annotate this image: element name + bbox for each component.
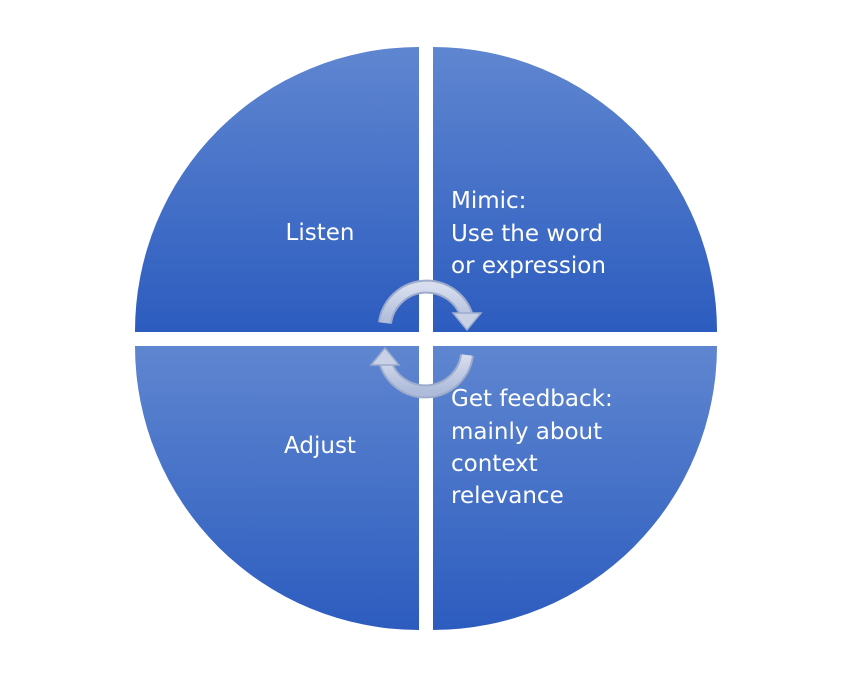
quadrant-top-right: [433, 46, 718, 332]
quadrant-label-bottom-left: Adjust: [284, 433, 356, 459]
quadrant-label-bottom-right: Get feedback: mainly about context relev…: [451, 386, 620, 509]
quadrant-bottom-right: [433, 346, 717, 630]
cycle-arrow-icon: [369, 346, 474, 399]
cycle-arrow-icon: [378, 279, 483, 332]
quadrant-label-top-left: Listen: [286, 220, 355, 246]
quadrant-label-top-right: Mimic: Use the word or expression: [451, 188, 610, 279]
quadrant-bottom-left: [135, 346, 419, 630]
quadrant-top-left: [134, 47, 419, 332]
